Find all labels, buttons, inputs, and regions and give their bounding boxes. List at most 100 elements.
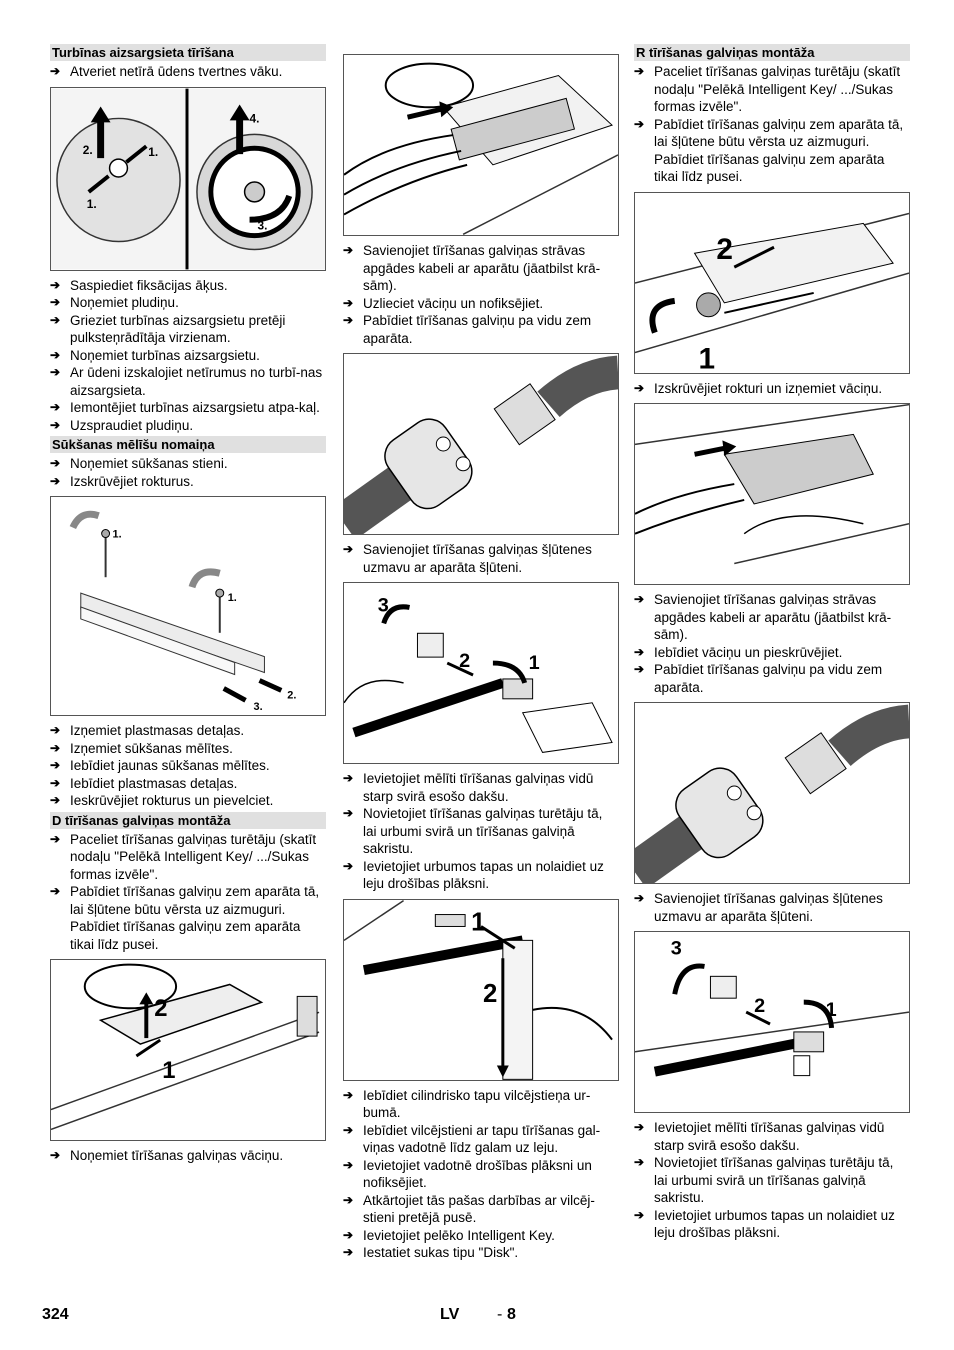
figure-hose-coupling (343, 353, 619, 535)
figure-label: 1 (826, 999, 837, 1021)
instruction-step: Iebīdiet plastmasas detaļas. (50, 775, 326, 793)
drawbar-illustration: 1 2 (344, 899, 613, 1080)
figure-r-holder-lever: 3 2 1 (634, 931, 910, 1113)
instruction-step: Iebīdiet cilindrisko tapu vilcējstieņa u… (343, 1087, 619, 1122)
step-list: Savienojiet tīrīšanas galviņas šļūtenes … (634, 890, 910, 925)
section-heading-r-head: R tīrīšanas galviņas montāža (634, 44, 910, 61)
step-list: Ievietojiet mēlīti tīrīšanas galviņas vi… (343, 770, 619, 893)
column-3: R tīrīšanas galviņas montāža Paceliet tī… (634, 44, 910, 1242)
figure-label: 1. (87, 196, 97, 210)
figure-r-power-connector (634, 403, 910, 585)
instruction-step: Noņemiet sūkšanas stieni. (50, 455, 326, 473)
figure-label: 2 (754, 995, 765, 1017)
instruction-step: Paceliet tīrīšanas galviņas turētāju (sk… (50, 831, 326, 884)
step-list: Savienojiet tīrīšanas galviņas strāvas a… (343, 242, 619, 347)
instruction-step: Izskrūvējiet rokturi un izņemiet vāciņu. (634, 380, 910, 398)
instruction-step: Atveriet netīrā ūdens tvertnes vāku. (50, 63, 326, 81)
instruction-step: Uzlieciet vāciņu un nofiksējiet. (343, 295, 619, 313)
instruction-step: Pabīdiet tīrīšanas galviņu zem aparāta t… (50, 883, 326, 953)
instruction-step: Savienojiet tīrīšanas galviņas strāvas a… (634, 591, 910, 644)
step-list: Saspiediet fiksācijas āķus.Noņemiet plud… (50, 277, 326, 435)
step-list: Ievietojiet mēlīti tīrīšanas galviņas vi… (634, 1119, 910, 1242)
footer-separator: - (497, 1306, 503, 1323)
instruction-step: Paceliet tīrīšanas galviņas turētāju (sk… (634, 63, 910, 116)
figure-d-head-cover: 2 1 (50, 959, 326, 1141)
step-list: Savienojiet tīrīšanas galviņas strāvas a… (634, 591, 910, 696)
step-list: Paceliet tīrīšanas galviņas turētāju (sk… (50, 831, 326, 954)
figure-label: 3 (671, 937, 682, 959)
figure-squeegee: 1. 1. 2. 3. (50, 496, 326, 716)
instruction-step: Pabīdiet tīrīšanas galviņu pa vidu zem a… (634, 661, 910, 696)
figure-label: 1. (228, 592, 237, 604)
r-holder-lever-illustration: 3 2 1 (635, 937, 909, 1077)
section-page-number: 8 (507, 1306, 516, 1323)
turbine-filter-illustration: 2. 1. 1. 4. 3. (51, 88, 325, 269)
instruction-step: Noņemiet tīrīšanas galviņas vāciņu. (50, 1147, 326, 1165)
figure-label: 1 (699, 342, 716, 373)
section-heading-turbine-filter: Turbīnas aizsargsieta tīrīšana (50, 44, 326, 61)
figure-label: 2. (287, 689, 296, 701)
instruction-step: Izņemiet sūkšanas mēlītes. (50, 740, 326, 758)
figure-label: 4. (250, 111, 260, 125)
figure-label: 2. (83, 143, 93, 157)
instruction-step: Izņemiet plastmasas detaļas. (50, 722, 326, 740)
instruction-step: Uzspraudiet pludiņu. (50, 417, 326, 435)
instruction-step: Ar ūdeni izskalojiet netīrumus no turbī-… (50, 364, 326, 399)
column-2: Savienojiet tīrīšanas galviņas strāvas a… (343, 44, 619, 1262)
step-list: Izņemiet plastmasas detaļas.Izņemiet sūk… (50, 722, 326, 810)
figure-label: 3. (257, 218, 267, 232)
holder-lever-illustration: 3 2 1 (344, 594, 613, 753)
section-heading-squeegee: Sūkšanas mēlīšu nomaiņa (50, 436, 326, 453)
instruction-step: Pabīdiet tīrīšanas galviņu zem aparāta t… (634, 116, 910, 186)
step-list: Noņemiet sūkšanas stieni.Izskrūvējiet ro… (50, 455, 326, 490)
instruction-step: Atkārtojiet tās pašas darbības ar vilcēj… (343, 1192, 619, 1227)
hose-coupling-illustration (344, 355, 618, 534)
step-list: Savienojiet tīrīšanas galviņas šļūtenes … (343, 541, 619, 576)
figure-label: 1. (148, 145, 158, 159)
instruction-step: Iebīdiet jaunas sūkšanas mēlītes. (50, 757, 326, 775)
figure-label: 1. (113, 529, 122, 541)
instruction-step: Iebīdiet vilcējstieni ar tapu tīrīšanas … (343, 1122, 619, 1157)
figure-label: 2 (154, 995, 167, 1022)
instruction-step: Novietojiet tīrīšanas galviņas turētāju … (343, 805, 619, 858)
instruction-step: Ievietojiet urbumos tapas un nolaidiet u… (343, 858, 619, 893)
instruction-step: Iestatiet sukas tipu "Disk". (343, 1244, 619, 1262)
figure-label: 2 (459, 650, 470, 672)
instruction-step: Ievietojiet vadotnē drošības plāksni un … (343, 1157, 619, 1192)
instruction-step: Noņemiet turbīnas aizsargsietu. (50, 347, 326, 365)
instruction-step: Grieziet turbīnas aizsargsietu pretēji p… (50, 312, 326, 347)
instruction-step: Ievietojiet urbumos tapas un nolaidiet u… (634, 1207, 910, 1242)
instruction-step: Noņemiet pludiņu. (50, 294, 326, 312)
step-list: Noņemiet tīrīšanas galviņas vāciņu. (50, 1147, 326, 1165)
instruction-step: Izskrūvējiet rokturus. (50, 473, 326, 491)
step-list: Atveriet netīrā ūdens tvertnes vāku. (50, 63, 326, 81)
language-code: LV (440, 1306, 460, 1323)
step-list: Iebīdiet cilindrisko tapu vilcējstieņa u… (343, 1087, 619, 1262)
instruction-step: Savienojiet tīrīšanas galviņas šļūtenes … (634, 890, 910, 925)
figure-label: 1 (529, 652, 540, 674)
instruction-step: Novietojiet tīrīšanas galviņas turētāju … (634, 1154, 910, 1207)
figure-label: 2 (483, 979, 497, 1007)
instruction-step: Pabīdiet tīrīšanas galviņu pa vidu zem a… (343, 312, 619, 347)
section-heading-d-head: D tīrīšanas galviņas montāža (50, 811, 326, 829)
instruction-step: Ievietojiet mēlīti tīrīšanas galviņas vi… (634, 1119, 910, 1154)
instruction-step: Saspiediet fiksācijas āķus. (50, 277, 326, 295)
instruction-step: Ievietojiet mēlīti tīrīšanas galviņas vi… (343, 770, 619, 805)
r-hose-coupling-illustration (635, 704, 909, 883)
figure-label: 1 (162, 1057, 175, 1084)
power-connector-illustration (344, 62, 618, 235)
figure-r-hose-coupling (634, 702, 910, 884)
figure-r-head-knob: 2 1 (634, 191, 910, 374)
figure-label: 1 (471, 908, 485, 936)
instruction-step: Savienojiet tīrīšanas galviņas strāvas a… (343, 242, 619, 295)
column-1: Turbīnas aizsargsieta tīrīšana Atveriet … (50, 44, 326, 1165)
figure-label: 3 (378, 594, 389, 616)
figure-holder-lever: 3 2 1 (343, 582, 619, 764)
instruction-step: Savienojiet tīrīšanas galviņas šļūtenes … (343, 541, 619, 576)
r-head-knob-illustration: 2 1 (635, 212, 909, 373)
figure-turbine-filter: 2. 1. 1. 4. 3. (50, 86, 326, 271)
figure-label: 3. (254, 701, 263, 713)
page-number: 324 (42, 1306, 69, 1323)
step-list: Paceliet tīrīšanas galviņas turētāju (sk… (634, 63, 910, 186)
figure-drawbar: 1 2 (343, 898, 619, 1081)
